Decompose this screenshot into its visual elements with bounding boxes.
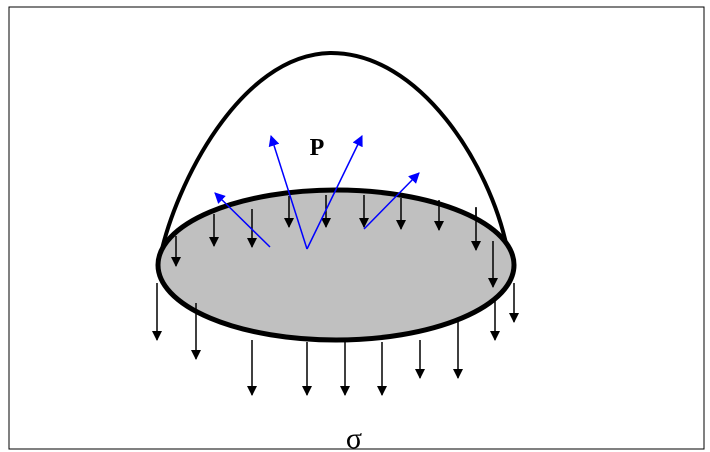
figure-frame bbox=[8, 6, 705, 450]
base-disk bbox=[155, 187, 517, 343]
stress-arrows-lower bbox=[152, 283, 519, 396]
pressure-arrow bbox=[214, 192, 271, 248]
pressure-arrows bbox=[214, 134, 420, 250]
stress-arrows-on-disk bbox=[171, 195, 498, 288]
pressure-label: P bbox=[310, 135, 325, 161]
dome-cap-outline bbox=[158, 50, 509, 259]
pressure-arrow bbox=[268, 134, 308, 250]
pressure-arrow bbox=[306, 135, 363, 250]
pressure-arrow bbox=[363, 172, 420, 230]
stress-label: σ bbox=[346, 422, 362, 452]
